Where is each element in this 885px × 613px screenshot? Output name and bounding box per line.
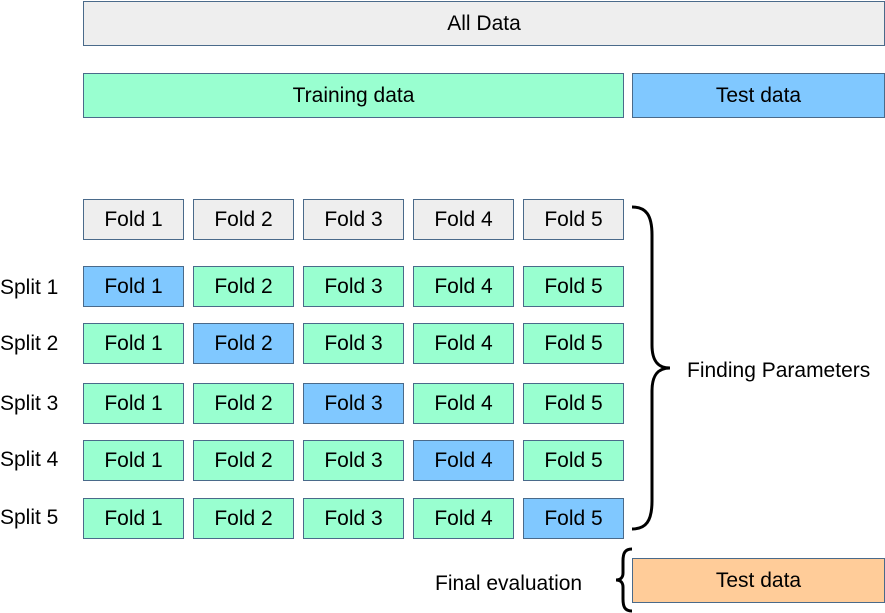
- split4-fold-4: Fold 4: [413, 440, 514, 481]
- split2-fold-4: Fold 4: [413, 323, 514, 364]
- split-label-5: Split 5: [0, 506, 59, 529]
- split5-fold-2: Fold 2: [193, 498, 294, 539]
- split4-fold-5: Fold 5: [523, 440, 624, 481]
- fold-header-2: Fold 2: [193, 199, 294, 240]
- final-test-data-box: Test data: [632, 558, 885, 603]
- fold-header-3: Fold 3: [303, 199, 404, 240]
- split-label-4: Split 4: [0, 448, 59, 471]
- split3-fold-5: Fold 5: [523, 383, 624, 424]
- split2-fold-1: Fold 1: [83, 323, 184, 364]
- split5-fold-3: Fold 3: [303, 498, 404, 539]
- training-data-label: Training data: [292, 84, 415, 107]
- split2-fold-2: Fold 2: [193, 323, 294, 364]
- fold-header-1: Fold 1: [83, 199, 184, 240]
- training-data-box: Training data: [83, 73, 624, 118]
- split4-fold-3: Fold 3: [303, 440, 404, 481]
- fold-header-5: Fold 5: [523, 199, 624, 240]
- split-label-3: Split 3: [0, 392, 59, 415]
- final-evaluation-brace: [615, 547, 633, 613]
- finding-parameters-brace: [631, 205, 671, 531]
- split3-fold-2: Fold 2: [193, 383, 294, 424]
- final-test-data-label: Test data: [715, 569, 802, 592]
- split2-fold-3: Fold 3: [303, 323, 404, 364]
- finding-parameters-label: Finding Parameters: [687, 359, 871, 382]
- split1-fold-1: Fold 1: [83, 266, 184, 307]
- split4-fold-1: Fold 1: [83, 440, 184, 481]
- split5-fold-5: Fold 5: [523, 498, 624, 539]
- split3-fold-4: Fold 4: [413, 383, 514, 424]
- all-data-box: All Data: [83, 1, 885, 46]
- fold-header-4: Fold 4: [413, 199, 514, 240]
- split-label-2: Split 2: [0, 332, 59, 355]
- final-evaluation-label: Final evaluation: [435, 572, 583, 595]
- split5-fold-1: Fold 1: [83, 498, 184, 539]
- test-data-box: Test data: [632, 73, 885, 118]
- split-label-1: Split 1: [0, 276, 59, 299]
- split1-fold-4: Fold 4: [413, 266, 514, 307]
- split2-fold-5: Fold 5: [523, 323, 624, 364]
- split3-fold-3: Fold 3: [303, 383, 404, 424]
- split3-fold-1: Fold 1: [83, 383, 184, 424]
- test-data-label: Test data: [715, 84, 802, 107]
- split1-fold-3: Fold 3: [303, 266, 404, 307]
- split4-fold-2: Fold 2: [193, 440, 294, 481]
- all-data-label: All Data: [447, 12, 521, 35]
- split1-fold-5: Fold 5: [523, 266, 624, 307]
- split1-fold-2: Fold 2: [193, 266, 294, 307]
- split5-fold-4: Fold 4: [413, 498, 514, 539]
